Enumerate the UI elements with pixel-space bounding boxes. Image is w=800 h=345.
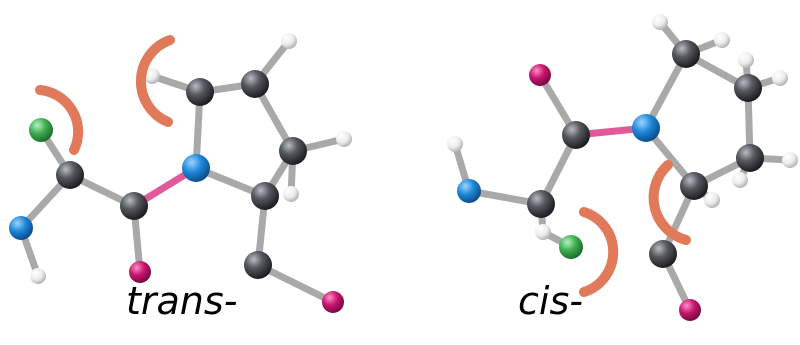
cis-isomer-model xyxy=(447,14,798,321)
atoms xyxy=(447,14,798,321)
hydrogen-atom xyxy=(30,268,46,284)
oxygen-atom xyxy=(322,291,344,313)
hydrogen-atom xyxy=(772,70,788,86)
carbon-atom xyxy=(279,137,307,165)
nitrogen-atom xyxy=(182,154,210,182)
oxygen-atom xyxy=(679,299,701,321)
carbon-atom xyxy=(562,121,590,149)
hydrogen-atom xyxy=(535,224,551,240)
trans-isomer-model xyxy=(9,33,352,313)
hydrogen-atom xyxy=(652,14,668,30)
carbon-atom xyxy=(186,78,214,106)
hydrogen-atom xyxy=(144,68,160,84)
carbon-atom xyxy=(120,192,148,220)
carbon-atom xyxy=(527,190,555,218)
hydrogen-atom xyxy=(281,33,297,49)
carbon-atom xyxy=(649,240,677,268)
hydrogen-atom xyxy=(738,52,754,68)
green-atom xyxy=(29,118,53,142)
oxygen-atom xyxy=(529,64,551,86)
hydrogen-atom xyxy=(336,131,352,147)
hydrogen-atom xyxy=(714,32,730,48)
cis-label: cis- xyxy=(518,279,583,323)
hydrogen-atom xyxy=(704,192,720,208)
steric-clash-arcs xyxy=(579,160,691,297)
hydrogen-atom xyxy=(283,186,299,202)
hydrogen-atom xyxy=(732,172,748,188)
hydrogen-atom xyxy=(447,136,463,152)
carbon-atom xyxy=(672,40,700,68)
atoms xyxy=(9,33,352,313)
nitrogen-atom xyxy=(9,216,33,240)
carbon-atom xyxy=(736,144,764,172)
carbon-atom xyxy=(680,172,708,200)
nitrogen-atom xyxy=(632,114,660,142)
hydrogen-atom xyxy=(782,152,798,168)
carbon-atom xyxy=(251,182,279,210)
green-atom xyxy=(559,235,583,259)
carbon-atom xyxy=(734,74,762,102)
carbon-atom xyxy=(244,251,272,279)
carbon-atom xyxy=(56,161,84,189)
carbon-atom xyxy=(241,70,269,98)
nitrogen-atom xyxy=(457,179,481,203)
oxygen-atom xyxy=(129,261,151,283)
trans-label: trans- xyxy=(126,279,238,323)
steric-clash-arcs xyxy=(35,35,175,155)
